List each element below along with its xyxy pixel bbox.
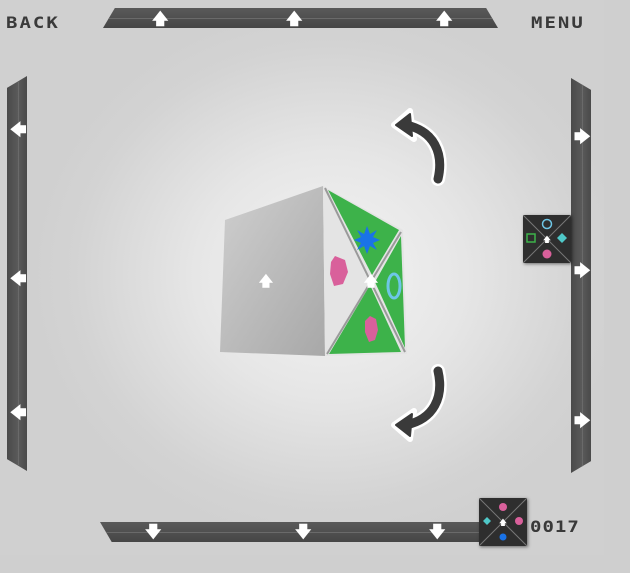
circle-icon xyxy=(515,517,523,525)
right-arrow-icon[interactable]: 🡆 xyxy=(574,411,591,430)
ring-icon xyxy=(386,272,402,300)
diamond-icon xyxy=(483,517,491,525)
square-icon xyxy=(526,233,536,243)
rotate-counterclockwise-icon[interactable] xyxy=(388,103,458,188)
up-arrow-icon[interactable]: 🡅 xyxy=(286,9,303,28)
left-arrow-icon[interactable]: 🡄 xyxy=(10,120,27,139)
octagon-icon xyxy=(330,256,348,286)
top-move-bar[interactable] xyxy=(103,8,498,28)
bottom-move-bar[interactable] xyxy=(100,522,490,542)
octagon-icon xyxy=(365,316,378,342)
right-arrow-icon[interactable]: 🡆 xyxy=(574,127,591,146)
right-move-bar[interactable] xyxy=(571,78,591,473)
up-arrow-icon[interactable]: 🡅 xyxy=(436,9,453,28)
cube-front-face xyxy=(220,186,325,356)
left-arrow-icon[interactable]: 🡄 xyxy=(10,269,27,288)
up-arrow-icon: 🡅 xyxy=(259,274,274,290)
circle-icon xyxy=(499,533,507,541)
svg-text:🡅: 🡅 xyxy=(499,518,507,527)
star-icon xyxy=(354,226,380,254)
svg-text:🡅: 🡅 xyxy=(364,274,379,290)
back-button[interactable]: BACK xyxy=(6,13,60,33)
circle-icon xyxy=(499,503,507,511)
target-preview[interactable]: 🡅 xyxy=(522,214,572,264)
up-arrow-icon[interactable]: 🡅 xyxy=(152,9,169,28)
left-move-bar[interactable] xyxy=(7,76,27,471)
down-arrow-icon[interactable]: 🡇 xyxy=(429,522,446,541)
menu-button[interactable]: MENU xyxy=(531,13,585,33)
rotate-clockwise-icon[interactable] xyxy=(388,362,458,447)
current-preview[interactable]: 🡅 xyxy=(478,497,528,547)
ring-icon xyxy=(541,218,553,230)
left-arrow-icon[interactable]: 🡄 xyxy=(10,403,27,422)
circle-icon xyxy=(542,249,552,259)
move-counter: 0017 xyxy=(530,517,580,537)
down-arrow-icon[interactable]: 🡇 xyxy=(145,522,162,541)
puzzle-cube[interactable]: 🡅 🡅 xyxy=(215,182,415,362)
diamond-icon xyxy=(557,233,567,243)
right-arrow-icon[interactable]: 🡆 xyxy=(574,261,591,280)
down-arrow-icon[interactable]: 🡇 xyxy=(295,522,312,541)
svg-text:🡅: 🡅 xyxy=(543,235,551,244)
